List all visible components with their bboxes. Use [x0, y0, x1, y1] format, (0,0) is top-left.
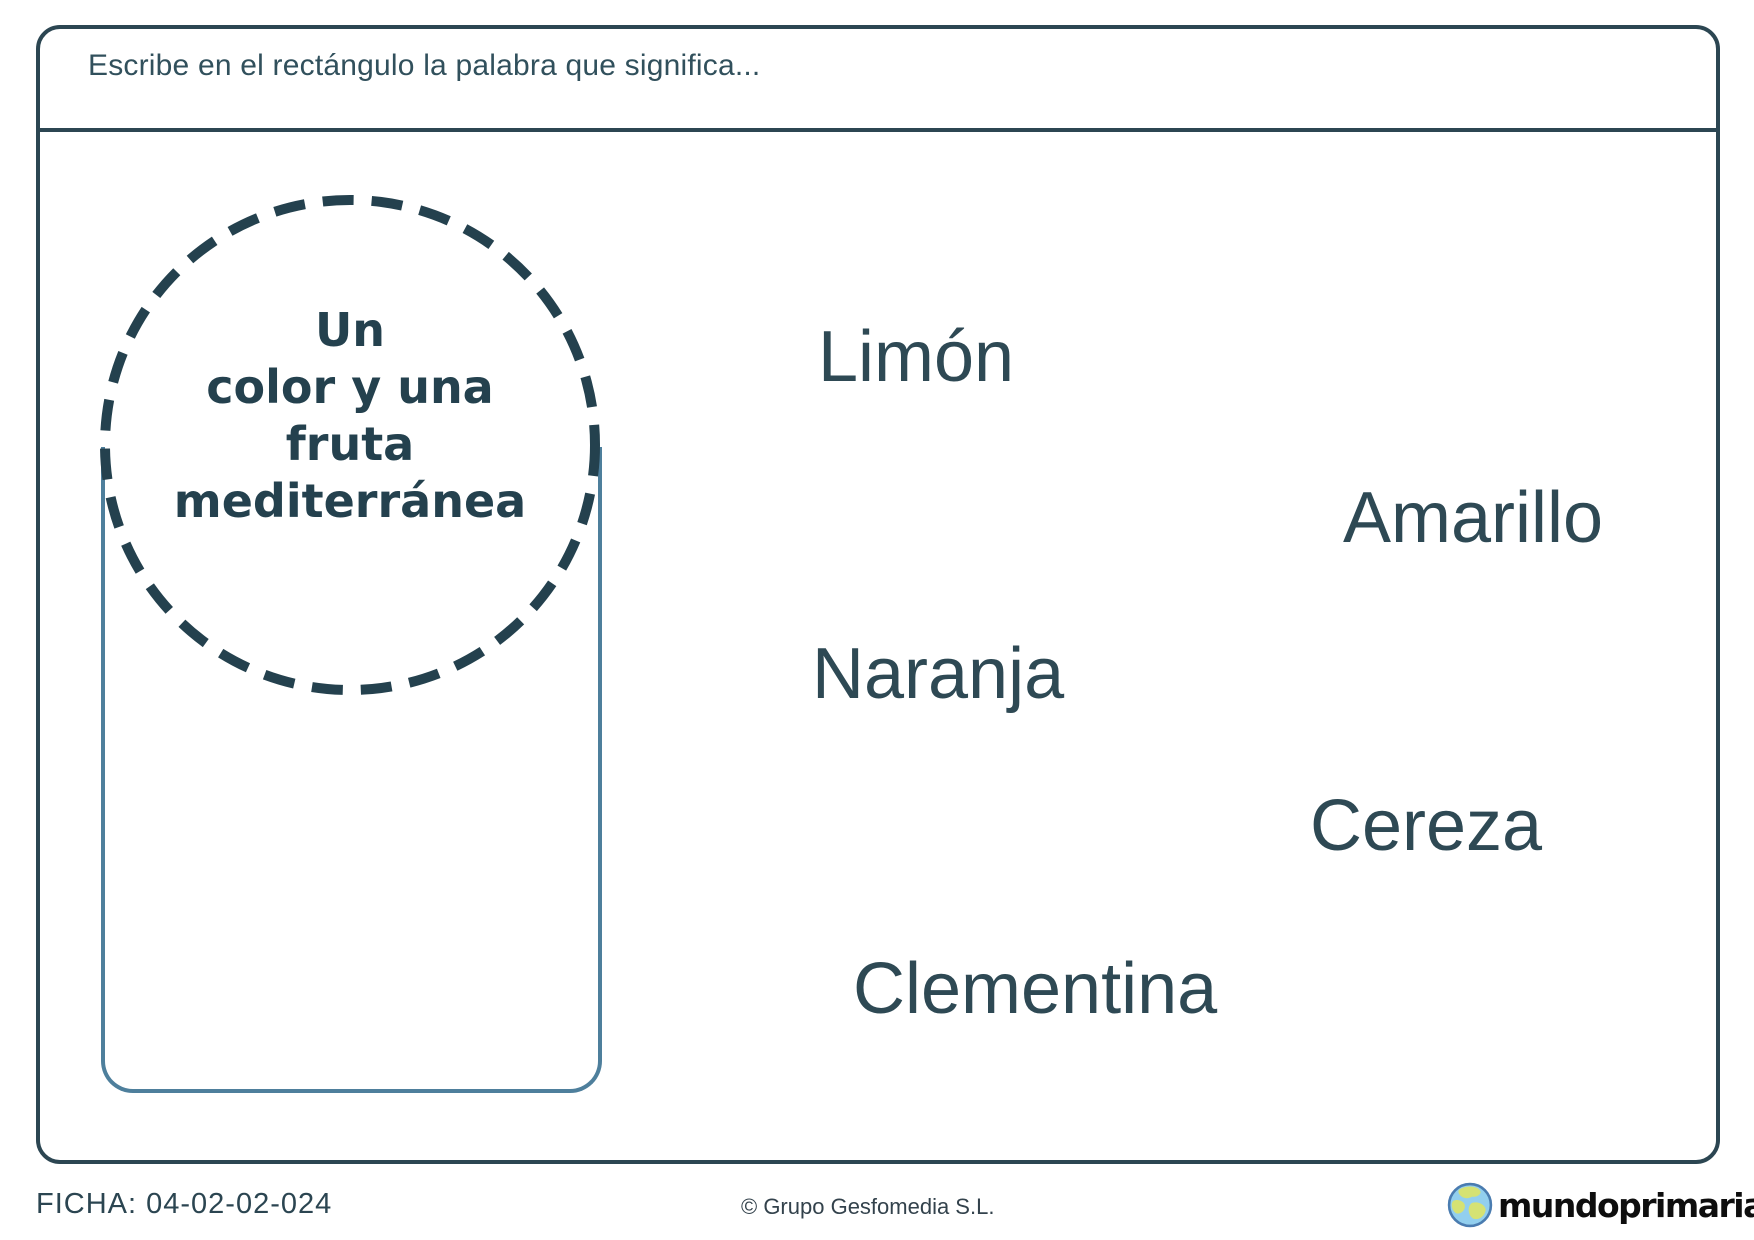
prompt-line: mediterránea: [173, 474, 527, 528]
prompt-line: fruta: [285, 417, 415, 471]
instruction-band: Escribe en el rectángulo la palabra que …: [40, 29, 1716, 132]
word-option-naranja: Naranja: [812, 634, 1065, 714]
word-option-cereza: Cereza: [1310, 786, 1543, 866]
worksheet-frame: Escribe en el rectángulo la palabra que …: [36, 25, 1720, 1164]
word-option-amarillo: Amarillo: [1343, 478, 1604, 558]
prompt-line: color y una: [206, 360, 494, 414]
instruction-text: Escribe en el rectángulo la palabra que …: [88, 49, 761, 82]
prompt-text: Un color y una fruta mediterránea: [95, 190, 605, 700]
word-option-clementina: Clementina: [853, 949, 1218, 1029]
copyright-text: © Grupo Gesfomedia S.L.: [741, 1194, 995, 1219]
prompt-line: Un: [314, 303, 386, 357]
dashed-circle: [100, 195, 600, 695]
brand-logo: mundoprimaria .com: [1447, 1180, 1754, 1230]
answer-box[interactable]: [101, 447, 602, 1093]
word-option-limon: Limón: [818, 317, 1015, 397]
globe-icon: [1447, 1182, 1493, 1228]
brand-name: mundoprimaria: [1498, 1185, 1754, 1225]
ficha-code: FICHA: 04-02-02-024: [36, 1188, 333, 1220]
